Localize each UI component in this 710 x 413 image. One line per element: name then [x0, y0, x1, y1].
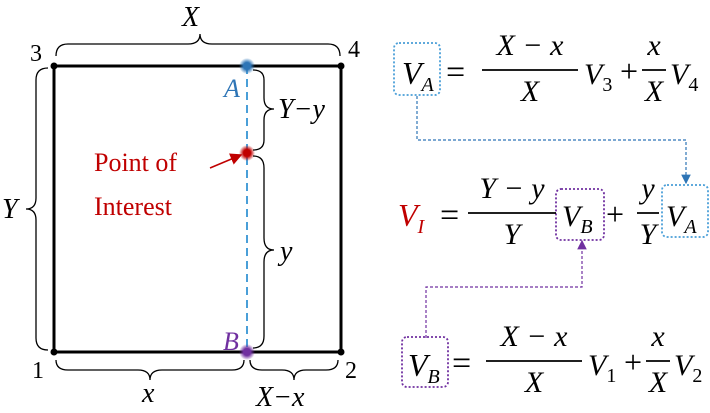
interest-arrow — [209, 153, 243, 169]
corner-dot-3 — [50, 62, 58, 70]
box-vb-in-vi — [555, 188, 605, 241]
eq-i-equals: = — [440, 197, 459, 234]
corner-label-4: 4 — [348, 37, 360, 63]
label-point-b: B — [223, 327, 239, 356]
eq-a-v3: V3 — [584, 58, 612, 96]
label-Y-minus-y: Y−y — [278, 94, 325, 125]
point-interest-glow — [239, 145, 255, 161]
label-Y-left: Y — [2, 194, 21, 225]
eq-b-num2: x — [650, 320, 665, 353]
eq-a-num1: X − x — [496, 29, 565, 62]
equation-vi: VI = Y − y Y VB + y Y VA — [398, 172, 697, 251]
corner-label-1: 1 — [32, 358, 44, 384]
eq-a-den2: X — [644, 75, 665, 108]
eq-i-plus: + — [606, 196, 624, 232]
brace-x-top — [55, 33, 341, 57]
label-y: y — [277, 236, 293, 267]
brace-y-minus-y — [252, 69, 275, 151]
box-va-lhs — [393, 42, 441, 96]
brace-y — [252, 155, 275, 349]
label-x-bottom: x — [141, 378, 155, 409]
corner-dot-1 — [50, 348, 58, 356]
eq-i-num2: y — [638, 172, 655, 205]
corner-label-3: 3 — [30, 41, 42, 67]
eq-b-den1: X — [524, 366, 545, 399]
eq-i-lhs: VI — [398, 197, 426, 238]
brace-X-minus-x — [249, 359, 339, 381]
corner-dot-4 — [337, 62, 345, 70]
equation-vb: VB = X − x X V1 + x X V2 — [408, 320, 702, 399]
eq-i-den2: Y — [640, 218, 660, 251]
label-X-top: X — [181, 2, 200, 33]
eq-b-lhs: VB — [408, 347, 440, 388]
eq-b-den2: X — [648, 366, 669, 399]
corner-dot-2 — [337, 348, 345, 356]
eq-i-num1: Y − y — [479, 172, 545, 205]
corner-label-2: 2 — [345, 358, 357, 384]
eq-a-equals: = — [446, 54, 465, 91]
eq-a-num2: x — [646, 29, 661, 62]
equation-va: VA = X − x X V3 + x X V4 — [402, 29, 698, 108]
connector-vb — [425, 239, 587, 338]
brace-y-left — [25, 67, 49, 351]
box-va-in-vi — [661, 184, 709, 238]
eq-a-den1: X — [520, 75, 541, 108]
eq-b-v2: V2 — [674, 349, 702, 387]
interest-label-line2: Interest — [94, 192, 173, 221]
domain-rectangle — [52, 64, 343, 354]
eq-b-plus: + — [624, 344, 642, 380]
interest-label-line1: Point of — [94, 148, 177, 177]
eq-a-lhs: VA — [402, 55, 435, 96]
point-a-glow — [239, 58, 255, 74]
label-point-a: A — [222, 74, 240, 103]
label-X-minus-x: X−x — [255, 382, 305, 413]
eq-a-plus: + — [620, 53, 638, 89]
eq-b-num1: X − x — [500, 320, 569, 353]
box-vb-lhs — [401, 336, 449, 388]
eq-i-va: VA — [666, 200, 697, 238]
eq-a-v4: V4 — [670, 58, 698, 96]
eq-b-equals: = — [452, 345, 471, 382]
eq-i-den1: Y — [504, 218, 524, 251]
point-b-glow — [239, 344, 255, 360]
brace-x-bottom — [55, 359, 245, 381]
connector-va — [416, 96, 691, 185]
eq-b-v1: V1 — [588, 349, 616, 387]
eq-i-vb: VB — [562, 200, 593, 238]
